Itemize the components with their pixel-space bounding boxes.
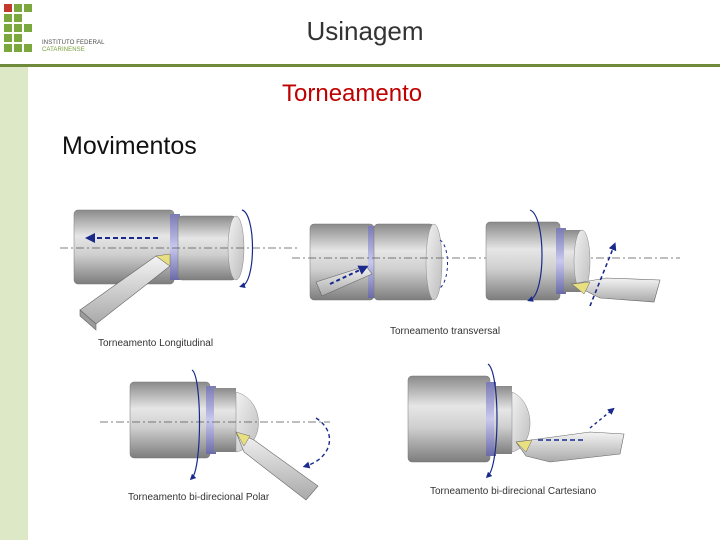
header-divider <box>0 64 720 67</box>
institution-logo <box>4 4 32 52</box>
caption-cartesian: Torneamento bi-direcional Cartesiano <box>430 486 597 497</box>
turning-movements-figure: Torneamento Longitudinal Torneamento tra… <box>60 209 680 503</box>
cartesian-turning-illustration: Torneamento bi-direcional Cartesiano <box>407 363 625 497</box>
left-sidebar-band <box>0 66 28 540</box>
caption-transversal: Torneamento transversal <box>390 326 500 337</box>
logo-text: INSTITUTO FEDERAL CATARINENSE <box>42 40 105 54</box>
caption-polar: Torneamento bi-direcional Polar <box>128 492 270 503</box>
caption-longitudinal: Torneamento Longitudinal <box>98 338 213 349</box>
section-heading: Movimentos <box>62 132 197 160</box>
transversal-turning-illustration-left <box>292 223 680 301</box>
logo-line-2: CATARINENSE <box>42 47 85 53</box>
logo-squares <box>4 4 32 52</box>
slide-title: Usinagem <box>306 16 424 46</box>
slide-subtitle: Torneamento <box>282 80 423 107</box>
longitudinal-turning-illustration: Torneamento Longitudinal <box>60 209 298 349</box>
polar-turning-illustration: Torneamento bi-direcional Polar <box>100 369 331 503</box>
logo-line-1: INSTITUTO FEDERAL <box>42 40 105 46</box>
transversal-turning-illustration-right: Torneamento transversal <box>390 209 661 337</box>
